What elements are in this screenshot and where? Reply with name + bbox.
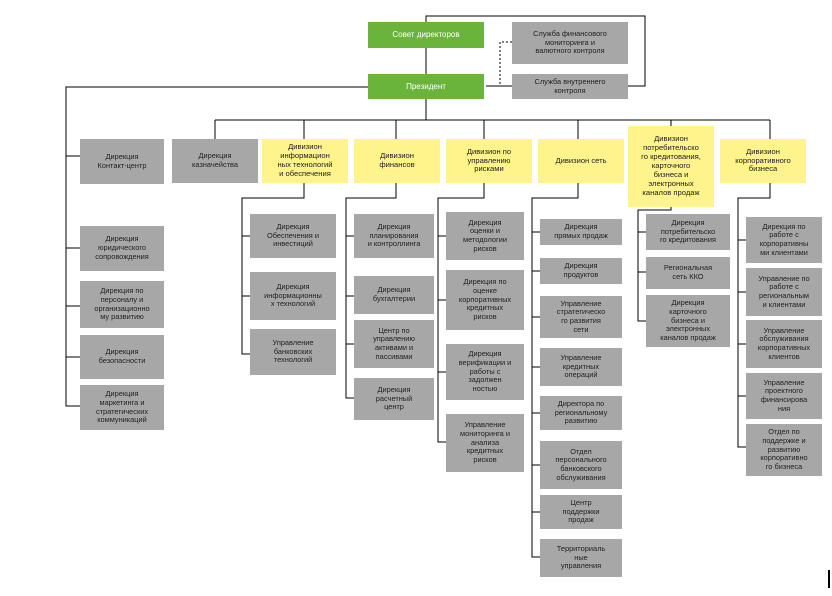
network-strategy-department-box: Управление стратегическо го развития сет… <box>540 296 622 338</box>
card-business-directorate-box: Дирекция карточного бизнеса и электронны… <box>646 295 730 347</box>
it-division-box: Дивизион информацион ных технологий и об… <box>262 139 348 183</box>
corporate-business-division-box: Дивизион корпоративного бизнеса <box>720 139 806 183</box>
verification-directorate-box: Дирекция верификации и работы с задолжен… <box>446 344 524 400</box>
risk-division-box: Дивизион по управлению рисками <box>446 139 532 183</box>
corporate-service-department-box: Управление обслуживания корпоративных кл… <box>746 320 822 368</box>
territorial-departments-box: Территориаль ные управления <box>540 539 622 577</box>
direct-sales-directorate-box: Дирекция прямых продаж <box>540 219 622 245</box>
consumer-credit-division-box: Дивизион потребительско го кредитования,… <box>628 126 714 207</box>
credit-risk-monitoring-department-box: Управление мониторинга и анализа кредитн… <box>446 414 524 472</box>
edge-mark <box>828 570 830 588</box>
regional-development-directors-box: Директора по региональному развитию <box>540 396 622 430</box>
security-directorate-box: Дирекция безопасности <box>80 335 164 379</box>
kko-regional-network-box: Региональная сеть ККО <box>646 257 730 289</box>
financial-monitoring-service-box: Служба финансового мониторинга и валютно… <box>512 22 628 64</box>
regional-clients-department-box: Управление по работе с региональным и кл… <box>746 268 822 316</box>
supply-investment-directorate-box: Дирекция Обеспечения и инвестиций <box>250 214 336 258</box>
marketing-directorate-box: Дирекция маркетинга и стратегических ком… <box>80 385 164 430</box>
products-directorate-box: Дирекция продуктов <box>540 258 622 284</box>
president-box: Президент <box>368 74 484 99</box>
corporate-credit-risk-directorate-box: Дирекция по оценке корпоративных кредитн… <box>446 270 524 330</box>
sales-support-center-box: Центр поддержки продаж <box>540 495 622 529</box>
internal-control-service-box: Служба внутреннего контроля <box>512 74 628 99</box>
network-division-box: Дивизион сеть <box>538 139 624 183</box>
project-finance-department-box: Управление проектного финансирова ния <box>746 373 822 419</box>
consumer-credit-directorate-box: Дирекция потребительско го кредитования <box>646 214 730 250</box>
accounting-directorate-box: Дирекция бухгалтерии <box>354 276 434 314</box>
credit-operations-department-box: Управление кредитных операций <box>540 348 622 386</box>
it-directorate-box: Дирекция информационны х технологий <box>250 272 336 320</box>
finance-division-box: Дивизион финансов <box>354 139 440 183</box>
contact-center-directorate-box: Дирекция Контакт-центр <box>80 139 164 184</box>
corporate-support-department-box: Отдел по поддержке и развитию корпоратив… <box>746 424 822 476</box>
planning-directorate-box: Дирекция планирования и контроллинга <box>354 214 434 258</box>
risk-assessment-directorate-box: Дирекция оценки и методологии рисков <box>446 212 524 260</box>
hr-directorate-box: Дирекция по персоналу и организационно м… <box>80 281 164 328</box>
corporate-clients-directorate-box: Дирекция по работе с корпоративны ми кли… <box>746 217 822 263</box>
asset-liability-center-box: Центр по управлению активами и пассивами <box>354 320 434 368</box>
board-of-directors-box: Совет директоров <box>368 22 484 48</box>
settlement-center-directorate-box: Дирекция расчетный центр <box>354 378 434 420</box>
treasury-directorate-box: Дирекция казначейства <box>172 139 258 183</box>
personal-banking-department-box: Отдел персонального банковского обслужив… <box>540 441 622 489</box>
legal-directorate-box: Дирекция юридического сопровождения <box>80 226 164 271</box>
banking-technology-department-box: Управление банковских технологий <box>250 329 336 375</box>
